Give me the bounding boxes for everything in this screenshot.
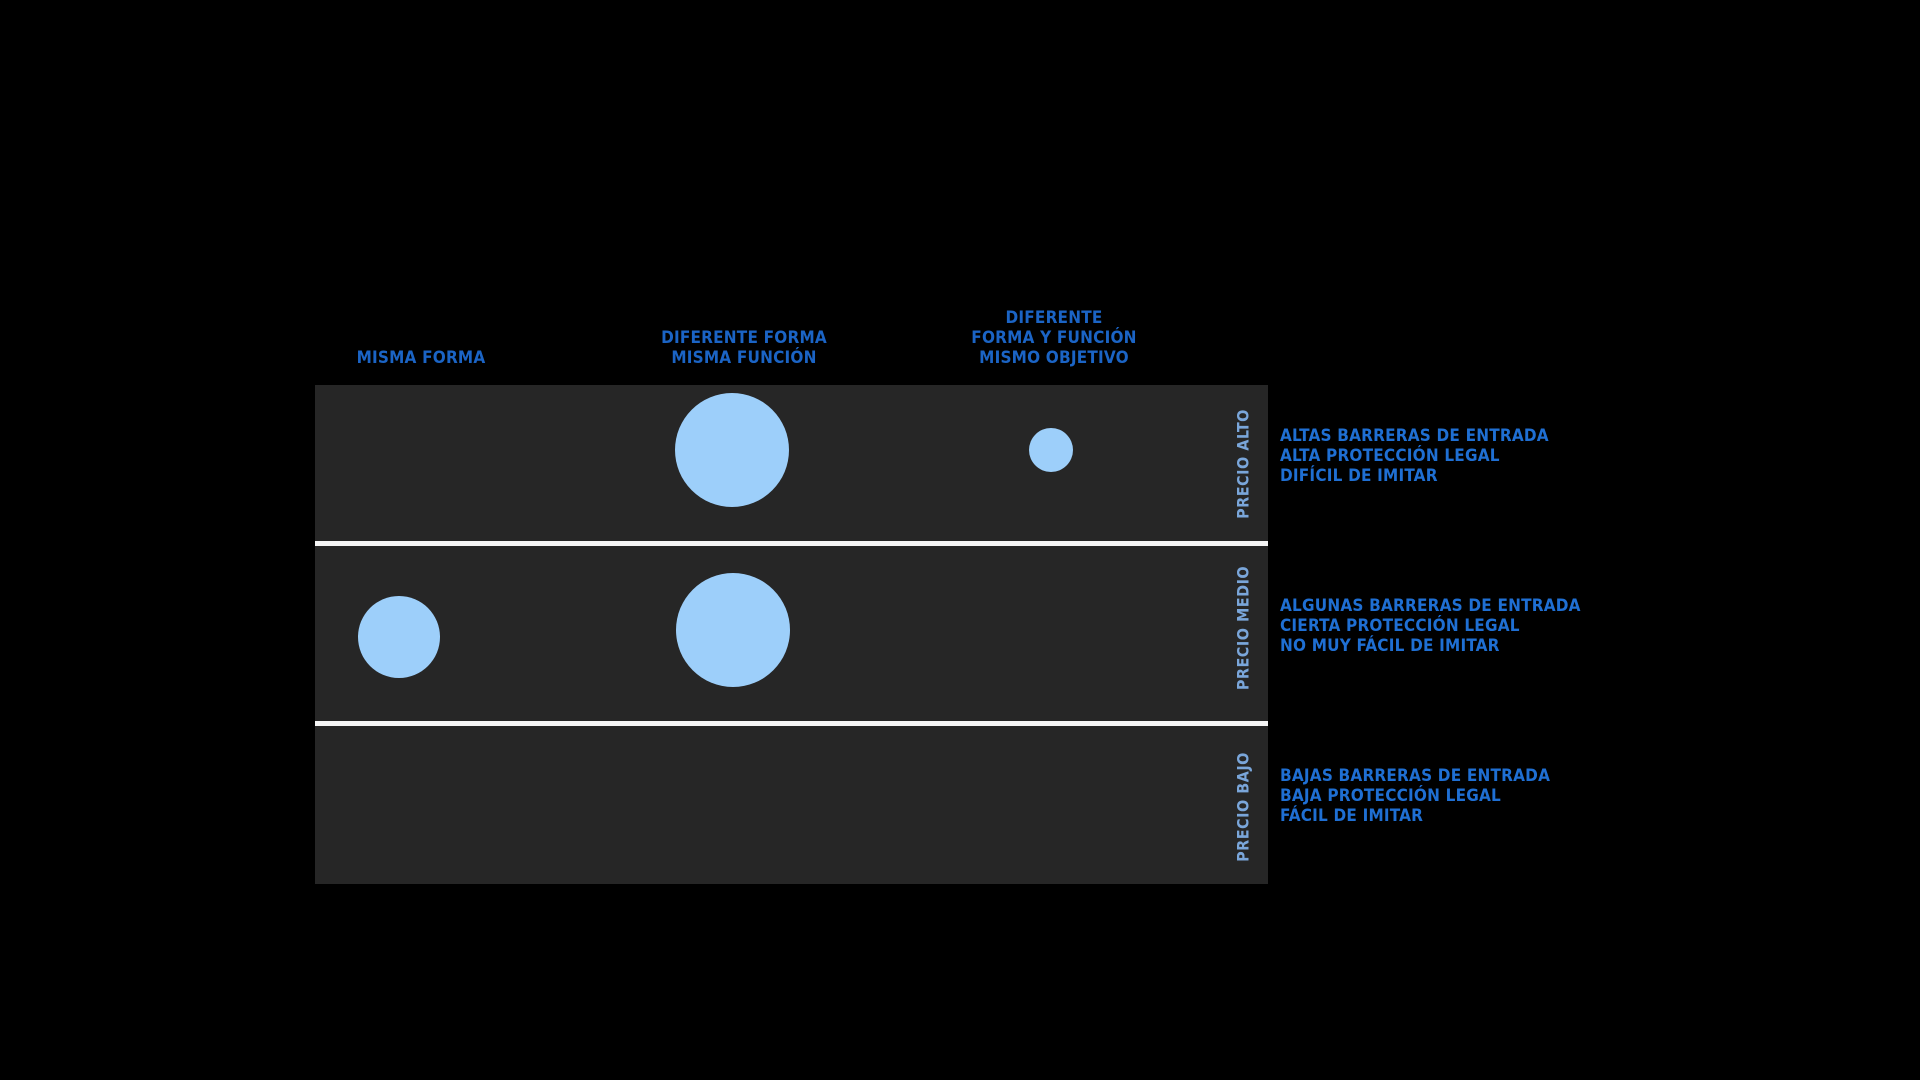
row-separator: [315, 721, 1268, 726]
matrix-panel: PRECIO ALTO PRECIO MEDIO PRECIO BAJO: [315, 385, 1268, 884]
row-label-precio-bajo: PRECIO BAJO: [1233, 752, 1253, 862]
column-header-misma-forma: MISMA FORMA: [356, 348, 486, 368]
row-label-precio-medio: PRECIO MEDIO: [1233, 565, 1253, 691]
row-separator: [315, 541, 1268, 546]
row-note-precio-alto: ALTAS BARRERAS DE ENTRADA ALTA PROTECCIÓ…: [1280, 426, 1549, 486]
row-label-precio-alto: PRECIO ALTO: [1233, 409, 1253, 519]
row-note-precio-bajo: BAJAS BARRERAS DE ENTRADA BAJA PROTECCIÓ…: [1280, 766, 1551, 826]
column-header-diferente-forma-funcion-mismo-objetivo: DIFERENTE FORMA Y FUNCIÓN MISMO OBJETIVO: [971, 308, 1137, 368]
column-header-diferente-forma-misma-funcion: DIFERENTE FORMA MISMA FUNCIÓN: [661, 328, 827, 368]
row-note-precio-medio: ALGUNAS BARRERAS DE ENTRADA CIERTA PROTE…: [1280, 596, 1581, 656]
